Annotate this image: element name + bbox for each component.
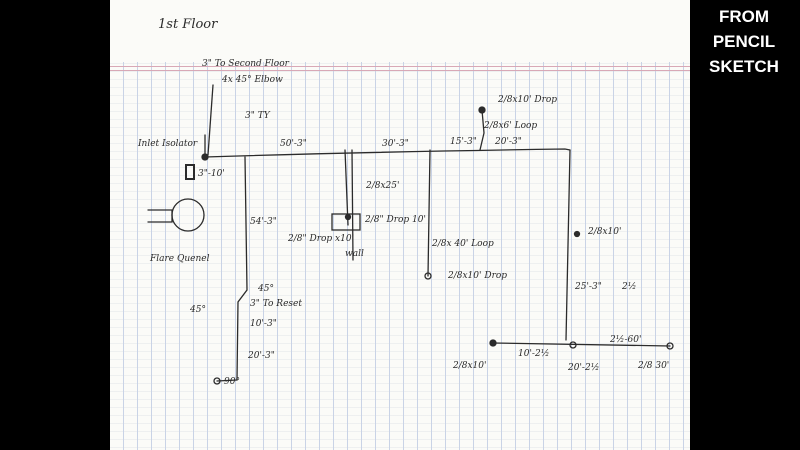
node (344, 213, 352, 221)
mid-drop-2 (351, 149, 354, 261)
run-50-label: 50'-3" (280, 139, 307, 149)
flare-quenel (171, 198, 205, 232)
drop-right-label: 2/8x10' (588, 227, 622, 237)
drop-25-label: 2/8x25' (366, 181, 400, 191)
notebook-paper: 1st Floor 3" To Second Floor 4x 45° Elbo… (110, 0, 690, 450)
size-label: 2½ (622, 282, 637, 292)
drop-2-8-x10-label: 2/8" Drop x10' (288, 234, 355, 244)
run-30-label: 30'-3" (382, 139, 409, 149)
drop-28-10-label: 2/8" Drop 10' (365, 215, 426, 225)
drop-bottom-left-label: 2/8x10' (453, 361, 487, 371)
inlet-isolator-label: Inlet Isolator (138, 139, 198, 149)
pipe-sketch (147, 84, 674, 385)
loop-40-label: 2/8x 40' Loop (432, 239, 494, 249)
left-trunk (236, 156, 248, 381)
inlet-pipe-label: 3"-10' (198, 169, 225, 179)
mid-drop-4 (479, 109, 485, 151)
to-reset-label: 3" To Reset (250, 299, 302, 309)
node (573, 230, 581, 238)
flare-body (147, 209, 173, 223)
to-second-floor-label: 3" To Second Floor (202, 59, 289, 69)
wall-box (331, 213, 361, 231)
run-20-label: 20'-3" (495, 137, 522, 147)
run-10-3-label: 10'-3" (250, 319, 277, 329)
run-15-label: 15'-3" (450, 137, 477, 147)
paper-header-area (110, 0, 690, 62)
node (424, 272, 432, 280)
margin-line (110, 66, 690, 67)
run-2half-60-label: 2½-60' (610, 335, 642, 345)
deg90-label: 90° (224, 377, 240, 387)
node (569, 341, 577, 349)
node (489, 339, 497, 347)
bottom-line (492, 342, 671, 347)
run-20-3-label: 20'-3" (248, 351, 275, 361)
sketch-title: 1st Floor (158, 17, 218, 32)
wall-label: wall (345, 249, 364, 259)
margin-line (110, 70, 690, 71)
elbow-note-label: 4x 45° Elbow (222, 75, 283, 85)
badge-line: FROM (718, 7, 770, 26)
isolator (185, 164, 195, 180)
deg45-b-label: 45° (190, 305, 206, 315)
run-20-2half-label: 20'-2½ (568, 363, 600, 373)
deg45-a-label: 45° (258, 284, 274, 294)
run-10-2half-label: 10'-2½ (518, 349, 550, 359)
main-line (204, 148, 571, 158)
node (666, 342, 674, 350)
badge-line: SKETCH (709, 57, 779, 76)
drop-bottom-mid-label: 2/8x10' Drop (448, 271, 508, 281)
mid-drop-1 (344, 149, 349, 226)
loop-6-label: 2/8x6' Loop (484, 121, 538, 131)
mid-drop-3 (427, 149, 431, 277)
tee-label: 3" TY (245, 111, 270, 121)
run-25-label: 25'-3" (575, 282, 602, 292)
run-54-label: 54'-3" (250, 217, 277, 227)
second-floor-line (207, 84, 214, 156)
right-trunk (565, 149, 571, 341)
from-pencil-sketch-badge: FROM PENCIL SKETCH (694, 4, 794, 79)
badge-line: PENCIL (712, 32, 776, 51)
end-line (216, 379, 238, 382)
node (201, 153, 209, 161)
node (478, 106, 486, 114)
drop-30-label: 2/8 30' (638, 361, 670, 371)
flare-label: Flare Quenel (150, 254, 210, 264)
drop-top-label: 2/8x10' Drop (498, 95, 558, 105)
